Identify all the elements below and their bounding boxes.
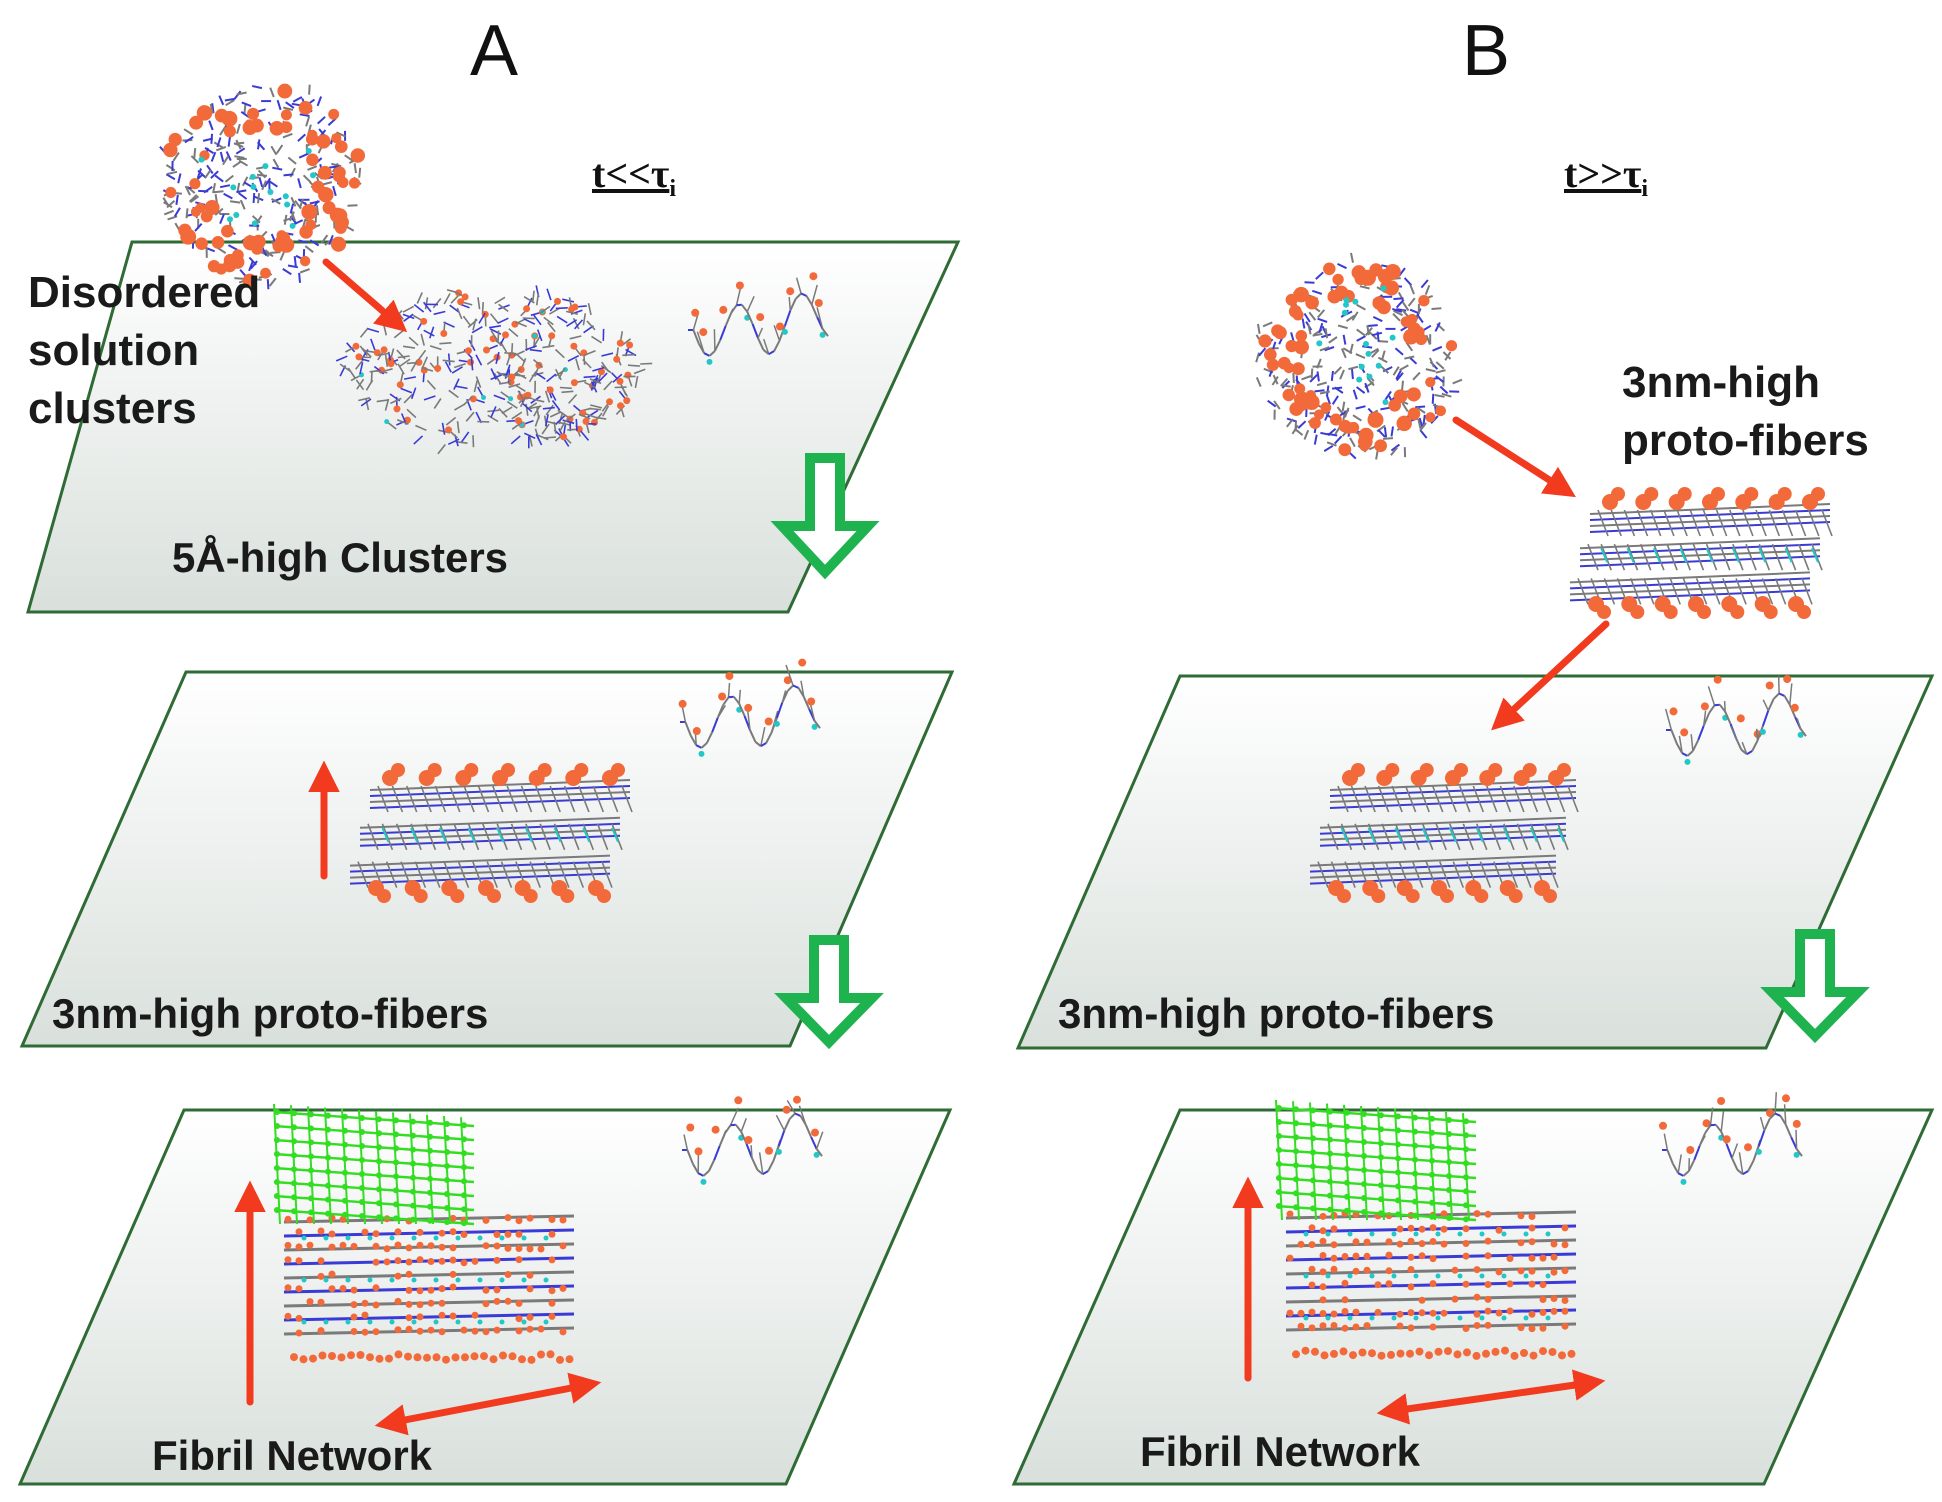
protofiber-a-mid	[349, 763, 633, 903]
arrow-b-bottom-span	[1376, 1369, 1606, 1425]
time-condition-a-sub: i	[669, 176, 677, 202]
peptide-a-mid	[678, 658, 821, 757]
fibril-network-b	[1275, 1099, 1577, 1360]
cluster-a-solution	[159, 83, 366, 290]
panel-label-b: B	[1462, 11, 1511, 91]
red-arrows	[234, 258, 1610, 1436]
label-disordered-3: clusters	[28, 384, 197, 433]
label-b-protofiber-2: proto-fibers	[1622, 416, 1869, 465]
cluster-b-solution	[1255, 252, 1463, 460]
label-b-layer2: 3nm-high proto-fibers	[1058, 990, 1495, 1037]
cluster-a-on-plane	[335, 285, 653, 455]
time-condition-b-sub: i	[1641, 176, 1649, 202]
time-condition-a-main: t<<τ	[592, 151, 670, 196]
green-arrows	[770, 453, 1870, 1050]
time-condition-b: t>>τi	[1564, 150, 1648, 203]
step-arrow-a2	[774, 935, 884, 1050]
label-b-layer3: Fibril Network	[1140, 1428, 1421, 1475]
plane-b-mid	[1015, 674, 1935, 1050]
protofiber-b-free	[1569, 487, 1833, 619]
label-a-layer2: 3nm-high proto-fibers	[52, 990, 489, 1037]
fibril-network-a	[273, 1103, 575, 1364]
molecular-models	[159, 83, 1833, 1364]
protofiber-b-mid	[1309, 763, 1579, 903]
time-condition-b-main: t>>τ	[1564, 151, 1642, 196]
peptide-b-bottom	[1659, 1092, 1803, 1185]
peptide-a-top	[688, 272, 829, 365]
label-a-layer1: 5Å-high Clusters	[172, 534, 509, 581]
peptide-a-bottom	[682, 1095, 824, 1185]
step-arrow-b2	[1760, 929, 1870, 1044]
plane-a-mid	[19, 670, 955, 1048]
peptide-b-mid	[1664, 675, 1807, 765]
label-a-layer3: Fibril Network	[152, 1432, 433, 1479]
arrow-b-cluster-to-fiber	[1452, 416, 1576, 498]
time-condition-a: t<<τi	[592, 150, 676, 203]
label-b-protofiber-1: 3nm-high	[1622, 358, 1820, 407]
step-arrow-a1	[770, 453, 880, 580]
arrow-a-cluster-to-plane	[322, 258, 408, 333]
plane-a-bottom	[17, 1108, 953, 1486]
arrow-b-fiber-to-plane	[1491, 620, 1610, 731]
plane-a-top	[26, 240, 961, 614]
panel-label-a: A	[470, 11, 519, 91]
arrow-a-bottom-span	[374, 1372, 602, 1436]
label-disordered-2: solution	[28, 326, 200, 375]
label-disordered-1: Disordered	[28, 268, 261, 317]
